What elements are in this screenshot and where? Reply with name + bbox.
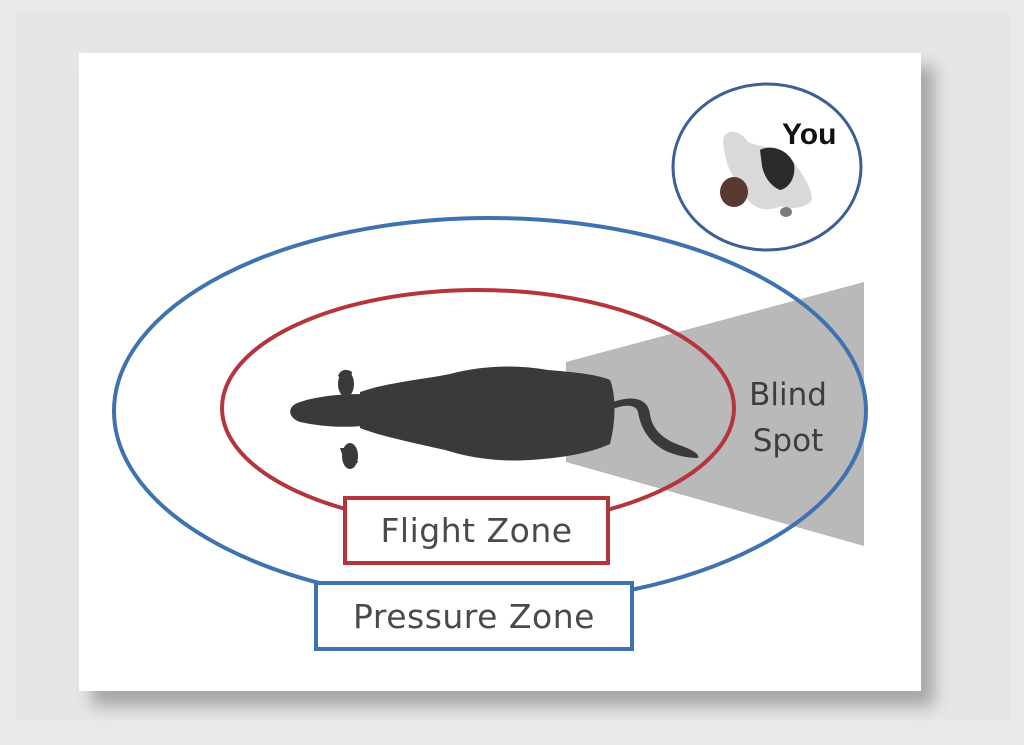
blind-spot-label-line1: Blind — [749, 377, 827, 413]
person-top-view-icon — [720, 131, 812, 217]
observer-circle — [671, 82, 863, 252]
pressure-zone-label: Pressure Zone — [314, 581, 634, 651]
cow-top-view-icon — [290, 366, 699, 469]
blind-spot-label-line2: Spot — [752, 423, 824, 459]
flight-zone-label: Flight Zone — [343, 496, 610, 565]
you-label: You — [782, 118, 837, 151]
blind-spot-label: Blind Spot — [734, 372, 842, 464]
blind-spot-wedge — [566, 282, 864, 546]
